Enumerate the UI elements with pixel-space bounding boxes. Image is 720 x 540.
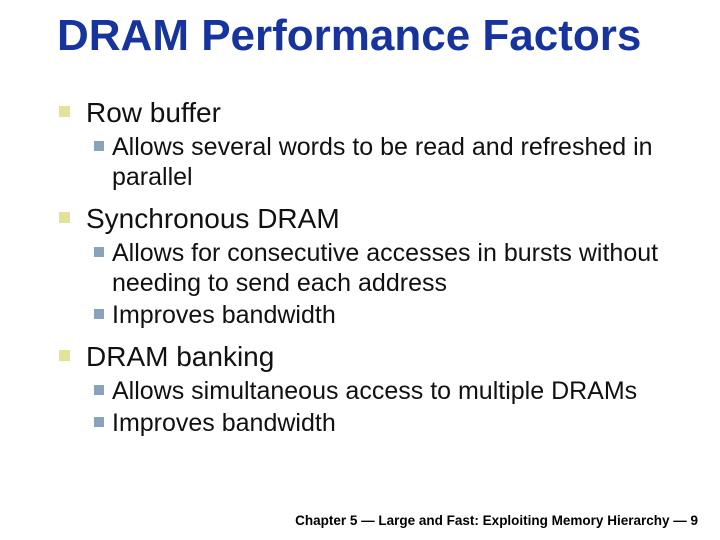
slide-footer-page-label: Chapter 5 — Large and Fast: Exploiting M…	[295, 513, 698, 528]
sub-bullet-item: Allows for consecutive accesses in burst…	[94, 238, 704, 298]
topic-heading: DRAM banking	[59, 340, 704, 374]
topic-heading-label: Row buffer	[86, 97, 221, 128]
sub-bullet-label: Improves bandwidth	[112, 301, 336, 329]
slide-title: DRAM Performance Factors	[57, 11, 642, 60]
sub-bullet-label: Allows several words to be read and refr…	[112, 133, 653, 191]
level1-bullet-square-icon	[59, 350, 70, 361]
topic-dram-banking: DRAM banking Allows simultaneous access …	[59, 340, 704, 438]
level1-bullet-square-icon	[59, 212, 70, 223]
topic-heading: Synchronous DRAM	[59, 202, 704, 236]
level2-bullet-square-icon	[94, 385, 104, 395]
level2-bullet-square-icon	[94, 309, 104, 319]
level2-bullet-square-icon	[94, 247, 104, 257]
sub-bullet-label: Allows for consecutive accesses in burst…	[112, 239, 659, 297]
sub-bullet-item: Allows simultaneous access to multiple D…	[94, 376, 704, 406]
sub-bullet-item: Allows several words to be read and refr…	[94, 132, 704, 192]
slide-body: Row buffer Allows several words to be re…	[59, 96, 704, 438]
level2-bullet-square-icon	[94, 141, 104, 151]
topic-heading: Row buffer	[59, 96, 704, 130]
sub-bullet-label: Improves bandwidth	[112, 409, 336, 437]
topic-row-buffer: Row buffer Allows several words to be re…	[59, 96, 704, 192]
sub-bullet-item: Improves bandwidth	[94, 300, 704, 330]
topic-heading-label: Synchronous DRAM	[86, 203, 340, 234]
sub-bullet-label: Allows simultaneous access to multiple D…	[112, 377, 638, 405]
level2-bullet-square-icon	[94, 417, 104, 427]
topic-synchronous-dram: Synchronous DRAM Allows for consecutive …	[59, 202, 704, 330]
level1-bullet-square-icon	[59, 106, 70, 117]
sub-bullet-item: Improves bandwidth	[94, 408, 704, 438]
topic-heading-label: DRAM banking	[86, 341, 275, 372]
